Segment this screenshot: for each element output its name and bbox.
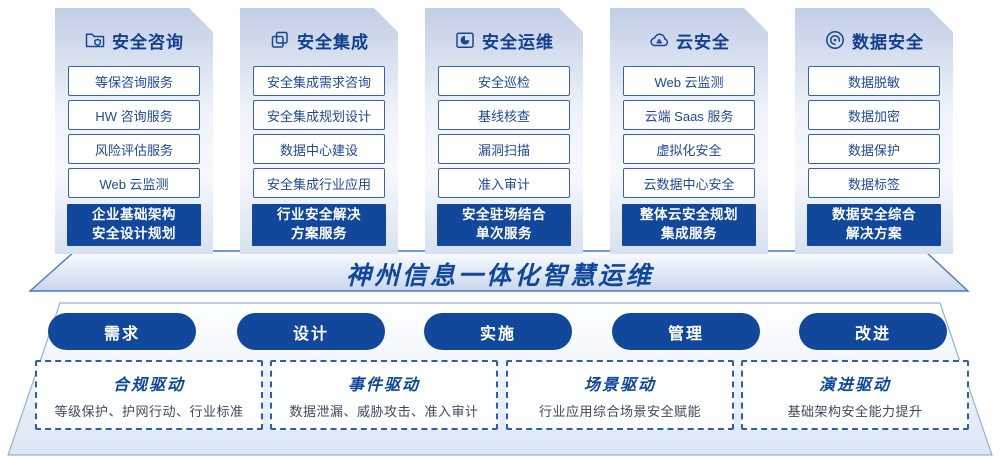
service-item: 漏洞扫描 xyxy=(438,134,570,164)
folder-shield-icon xyxy=(84,29,106,51)
service-item: 数据脱敏 xyxy=(808,66,940,96)
column-title: 安全运维 xyxy=(482,32,554,52)
cloud-icon xyxy=(648,29,670,51)
phase-pill-management: 管理 xyxy=(612,313,760,350)
service-item: 准入审计 xyxy=(438,168,570,198)
driver-box-incident: 事件驱动 数据泄漏、威胁攻击、准入审计 xyxy=(270,360,498,430)
driver-desc: 数据泄漏、威胁攻击、准入审计 xyxy=(289,404,479,419)
phase-pill-improvement: 改进 xyxy=(799,313,947,350)
driver-desc: 基础架构安全能力提升 xyxy=(787,404,923,419)
service-item: 等保咨询服务 xyxy=(68,66,200,96)
phase-pill-requirements: 需求 xyxy=(48,313,196,350)
service-item: 安全巡检 xyxy=(438,66,570,96)
column-title: 云安全 xyxy=(676,32,730,52)
driver-box-compliance: 合规驱动 等级保护、护网行动、行业标准 xyxy=(35,360,263,430)
service-item: 数据标签 xyxy=(808,168,940,198)
column-title: 安全咨询 xyxy=(112,32,184,52)
column-cloud-security: 云安全 Web 云监测 云端 Saas 服务 虚拟化安全 云数据中心安全 整体云… xyxy=(610,8,768,254)
service-item: 风险评估服务 xyxy=(68,134,200,164)
service-item: HW 咨询服务 xyxy=(68,100,200,130)
driver-title: 场景驱动 xyxy=(583,377,656,394)
fingerprint-icon xyxy=(824,29,846,51)
service-item: 安全集成行业应用 xyxy=(253,168,385,198)
column-header: 安全运维 xyxy=(425,27,583,53)
banner-title: 神州信息一体化智慧运维 xyxy=(345,262,654,290)
service-item: 虚拟化安全 xyxy=(623,134,755,164)
column-title: 安全集成 xyxy=(297,32,369,52)
phase-pill-design: 设计 xyxy=(237,313,385,350)
column-security-operations: 安全运维 安全巡检 基线核查 漏洞扫描 准入审计 安全驻场结合 单次服务 xyxy=(425,8,583,254)
column-highlight: 企业基础架构 安全设计规划 xyxy=(67,204,201,246)
service-item: 数据加密 xyxy=(808,100,940,130)
phase-pill-implementation: 实施 xyxy=(424,313,572,350)
driver-title: 合规驱动 xyxy=(112,377,185,394)
service-item: 云数据中心安全 xyxy=(623,168,755,198)
column-header: 安全集成 xyxy=(240,27,398,53)
copy-docs-icon xyxy=(269,29,291,51)
driver-desc: 等级保护、护网行动、行业标准 xyxy=(54,404,244,419)
driver-desc: 行业应用综合场景安全赋能 xyxy=(538,404,701,419)
column-header: 安全咨询 xyxy=(55,27,213,53)
service-item: 云端 Saas 服务 xyxy=(623,100,755,130)
column-highlight: 数据安全综合 解决方案 xyxy=(807,204,941,246)
driver-box-scenario: 场景驱动 行业应用综合场景安全赋能 xyxy=(506,360,734,430)
service-item: Web 云监测 xyxy=(623,66,755,96)
column-security-consulting: 安全咨询 等保咨询服务 HW 咨询服务 风险评估服务 Web 云监测 企业基础架… xyxy=(55,8,213,254)
column-security-integration: 安全集成 安全集成需求咨询 安全集成规划设计 数据中心建设 安全集成行业应用 行… xyxy=(240,8,398,254)
service-item: 数据保护 xyxy=(808,134,940,164)
driver-title: 演进驱动 xyxy=(818,377,891,394)
driver-box-evolution: 演进驱动 基础架构安全能力提升 xyxy=(741,360,969,430)
service-item: 数据中心建设 xyxy=(253,134,385,164)
service-item: Web 云监测 xyxy=(68,168,200,198)
service-item: 安全集成规划设计 xyxy=(253,100,385,130)
folder-pie-icon xyxy=(454,29,476,51)
column-title: 数据安全 xyxy=(852,32,924,52)
service-item: 安全集成需求咨询 xyxy=(253,66,385,96)
column-header: 云安全 xyxy=(610,27,768,53)
column-highlight: 安全驻场结合 单次服务 xyxy=(437,204,571,246)
column-data-security: 数据安全 数据脱敏 数据加密 数据保护 数据标签 数据安全综合 解决方案 xyxy=(795,8,953,254)
driver-title: 事件驱动 xyxy=(347,377,420,394)
column-highlight: 整体云安全规划 集成服务 xyxy=(622,204,756,246)
column-header: 数据安全 xyxy=(795,27,953,53)
service-item: 基线核查 xyxy=(438,100,570,130)
column-highlight: 行业安全解决 方案服务 xyxy=(252,204,386,246)
